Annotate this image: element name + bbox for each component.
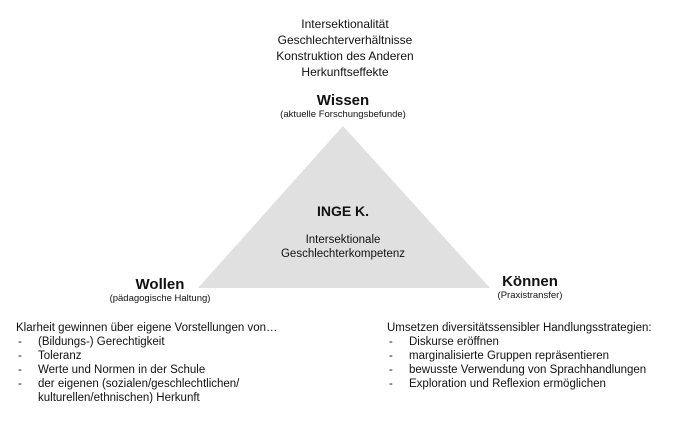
left-bullet-block: Klarheit gewinnen über eigene Vorstellun… [16, 321, 278, 405]
right-lead: Umsetzen diversitätssensibler Handlungss… [387, 322, 652, 334]
center-label: INGE K. Intersektionale Geschlechterkomp… [243, 203, 443, 261]
list-item: Exploration und Reflexion ermöglichen [387, 377, 652, 391]
list-item: Toleranz [16, 349, 278, 363]
competence-triangle [198, 126, 490, 288]
center-title: INGE K. [316, 203, 370, 219]
concept-item: Intersektionalität [301, 17, 389, 31]
knowledge-concepts-list: Intersektionalität Geschlechterverhältni… [195, 16, 495, 80]
right-title: Können [502, 273, 558, 290]
list-item: bewusste Verwendung von Sprachhandlungen [387, 363, 652, 377]
center-line-1: Intersektionale [305, 234, 381, 246]
left-subtitle: (pädagogische Haltung) [109, 293, 211, 304]
right-bullet-list: Diskurse eröffnen marginalisierte Gruppe… [387, 335, 652, 391]
apex-label: Wissen (aktuelle Forschungsbefunde) [193, 92, 493, 120]
apex-title: Wissen [316, 92, 370, 109]
center-line-2: Geschlechterkompetenz [280, 248, 405, 260]
list-item: marginalisierte Gruppen repräsentieren [387, 349, 652, 363]
concept-item: Herkunftseffekte [301, 65, 389, 79]
concept-item: Konstruktion des Anderen [276, 49, 414, 63]
left-item-continuation: kulturellen/ethnischen) Herkunft [38, 392, 200, 404]
left-title: Wollen [135, 276, 185, 293]
left-corner-label: Wollen (pädagogische Haltung) [60, 276, 260, 304]
list-item: (Bildungs-) Gerechtigkeit [16, 335, 278, 349]
left-bullet-list: (Bildungs-) Gerechtigkeit Toleranz Werte… [16, 335, 278, 391]
right-bullet-block: Umsetzen diversitätssensibler Handlungss… [387, 321, 652, 391]
apex-subtitle: (aktuelle Forschungsbefunde) [280, 109, 406, 120]
concept-item: Geschlechterverhältnisse [277, 33, 413, 47]
center-description: Intersektionale Geschlechterkompetenz [243, 233, 443, 261]
right-subtitle: (Praxistransfer) [497, 290, 563, 301]
list-item: Diskurse eröffnen [387, 335, 652, 349]
list-item: Werte und Normen in der Schule [16, 363, 278, 377]
list-item: der eigenen (sozialen/geschlechtlichen/ [16, 377, 278, 391]
left-lead: Klarheit gewinnen über eigene Vorstellun… [16, 322, 278, 334]
right-corner-label: Können (Praxistransfer) [430, 273, 630, 301]
